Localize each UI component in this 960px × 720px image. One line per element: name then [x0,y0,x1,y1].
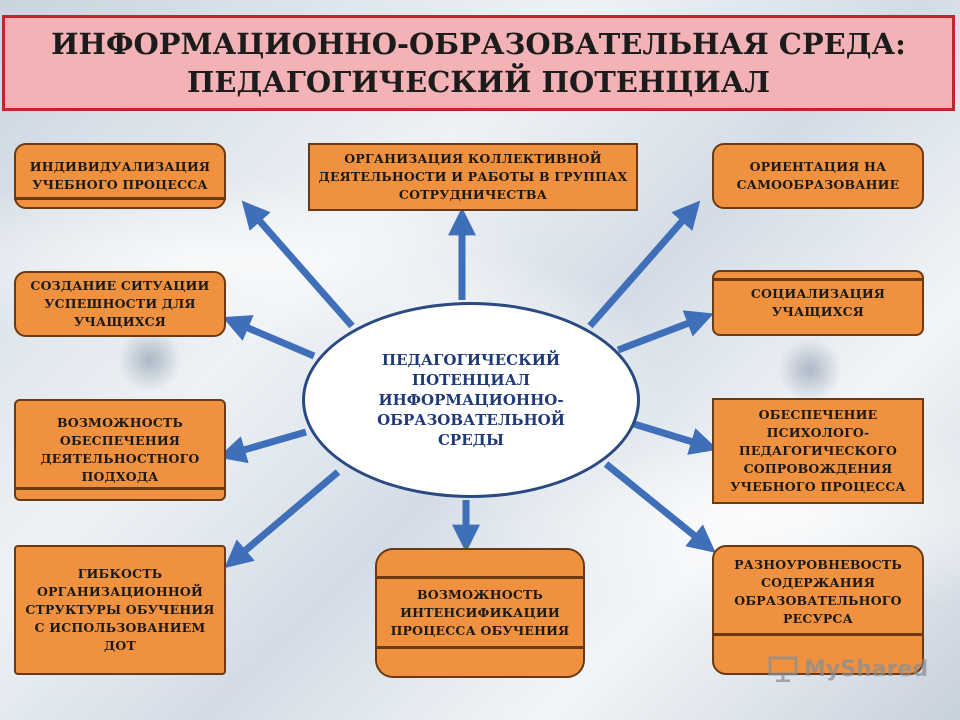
node-psych-support: ОБЕСПЕЧЕНИЕ ПСИХОЛОГО-ПЕДАГОГИЧЕСКОГО СО… [712,398,924,504]
arrow-to-psych-support [632,420,719,455]
title-line-1: ИНФОРМАЦИОННО-ОБРАЗОВАТЕЛЬНАЯ СРЕДА: [51,27,906,61]
node-divider [14,197,226,200]
node-collective-work-text: ОРГАНИЗАЦИЯ КОЛЛЕКТИВНОЙ ДЕЯТЕЛЬНОСТИ И … [318,151,628,202]
arrow-to-activity-approach [217,428,307,464]
node-divider [14,487,226,490]
node-multilevel: РАЗНОУРОВНЕВОСТЬ СОДЕРЖАНИЯ ОБРАЗОВАТЕЛЬ… [712,545,924,675]
node-activity-approach: ВОЗМОЖНОСТЬ ОБЕСПЕЧЕНИЯ ДЕЯТЕЛЬНОСТНОГО … [14,399,226,501]
node-self-education-text: ОРИЕНТАЦИЯ НА САМООБРАЗОВАНИЕ [736,159,900,192]
title-banner: ИНФОРМАЦИОННО-ОБРАЗОВАТЕЛЬНАЯ СРЕДА: ПЕД… [2,15,955,111]
node-activity-approach-text: ВОЗМОЖНОСТЬ ОБЕСПЕЧЕНИЯ ДЕЯТЕЛЬНОСТНОГО … [40,415,200,484]
node-flexibility: ГИБКОСТЬ ОРГАНИЗАЦИОННОЙ СТРУКТУРЫ ОБУЧЕ… [14,545,226,675]
node-success-situation-text: СОЗДАНИЕ СИТУАЦИИ УСПЕШНОСТИ ДЛЯ УЧАЩИХС… [30,278,210,329]
node-collective-work: ОРГАНИЗАЦИЯ КОЛЛЕКТИВНОЙ ДЕЯТЕЛЬНОСТИ И … [308,143,638,211]
central-concept-text: ПЕДАГОГИЧЕСКИЙ ПОТЕНЦИАЛ ИНФОРМАЦИОННО-О… [377,351,565,449]
node-divider [375,576,585,579]
node-self-education: ОРИЕНТАЦИЯ НА САМООБРАЗОВАНИЕ [712,143,924,209]
arrow-to-socialization [616,310,714,354]
node-divider [712,278,924,281]
node-divider [712,633,924,636]
node-psych-support-text: ОБЕСПЕЧЕНИЕ ПСИХОЛОГО-ПЕДАГОГИЧЕСКОГО СО… [730,407,906,494]
node-intensification: ВОЗМОЖНОСТЬ ИНТЕНСИФИКАЦИИ ПРОЦЕССА ОБУЧ… [375,548,585,678]
arrow-to-self-education [587,200,701,329]
node-intensification-text: ВОЗМОЖНОСТЬ ИНТЕНСИФИКАЦИИ ПРОЦЕССА ОБУЧ… [390,587,570,638]
node-success-situation: СОЗДАНИЕ СИТУАЦИИ УСПЕШНОСТИ ДЛЯ УЧАЩИХС… [14,271,226,337]
watermark-text: MyShared [804,656,929,682]
node-divider [375,646,585,649]
arrow-to-flexibility [224,469,341,569]
node-socialization: СОЦИАЛИЗАЦИЯ УЧАЩИХСЯ [712,270,924,336]
node-multilevel-text: РАЗНОУРОВНЕВОСТЬ СОДЕРЖАНИЯ ОБРАЗОВАТЕЛЬ… [734,557,902,626]
arrow-to-multilevel [603,461,716,553]
central-concept: ПЕДАГОГИЧЕСКИЙ ПОТЕНЦИАЛ ИНФОРМАЦИОННО-О… [302,302,640,498]
arrow-to-individualization [241,200,355,329]
title-line-2: ПЕДАГОГИЧЕСКИЙ ПОТЕНЦИАЛ [187,65,770,99]
node-individualization-text: ИНДИВИДУАЛИЗАЦИЯ УЧЕБНОГО ПРОЦЕССА [29,159,211,192]
node-flexibility-text: ГИБКОСТЬ ОРГАНИЗАЦИОННОЙ СТРУКТУРЫ ОБУЧЕ… [25,566,215,653]
watermark: MyShared [768,656,928,682]
arrow-to-success-situation [222,315,316,360]
presentation-board-icon [768,656,798,682]
node-socialization-text: СОЦИАЛИЗАЦИЯ УЧАЩИХСЯ [750,286,886,319]
